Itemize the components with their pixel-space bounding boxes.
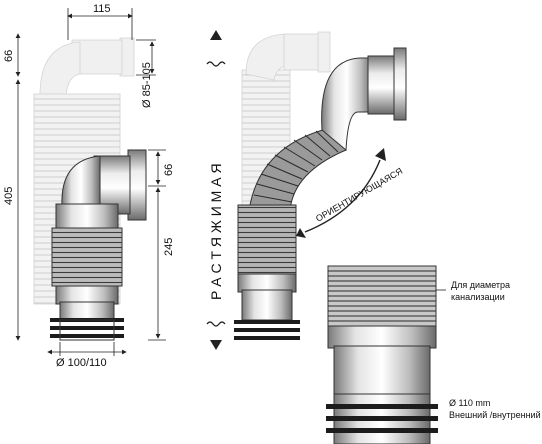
dim-top-height: 66: [3, 50, 15, 62]
sewer-adapter-illustration: Для диаметра канализации Ø 110 mm Внешни…: [326, 265, 541, 444]
dim-total-height: 405: [3, 187, 15, 205]
outer-inner-label: Внешний /внутренний: [449, 410, 541, 420]
dim-lower-height: 245: [163, 238, 175, 256]
compressed-pipe: [50, 149, 147, 341]
diameter-110-label: Ø 110 mm: [449, 398, 490, 408]
dim-outlet-diameter: Ø 85-105: [141, 62, 153, 108]
dim-inlet-diameter: Ø 100/110: [56, 357, 107, 369]
stretchable-indicator: Р А С Т Я Ж И М А Я: [206, 30, 226, 350]
stretchable-label: Р А С Т Я Ж И М А Я: [208, 163, 224, 300]
sewer-label-line2: канализации: [451, 292, 505, 302]
orientable-arrow: [304, 159, 381, 233]
left-dimension-drawing: 115 66 405 Ø 85-105 66 245 Ø 100/110: [3, 3, 175, 369]
sewer-label-line1: Для диаметра: [451, 280, 510, 290]
dim-side-height: 66: [163, 164, 175, 176]
orientable-label: ОРИЕНТИРУЮЩАЯСЯ: [314, 166, 404, 224]
bend-corrugation: [253, 130, 339, 203]
dim-top-width: 115: [93, 3, 111, 15]
